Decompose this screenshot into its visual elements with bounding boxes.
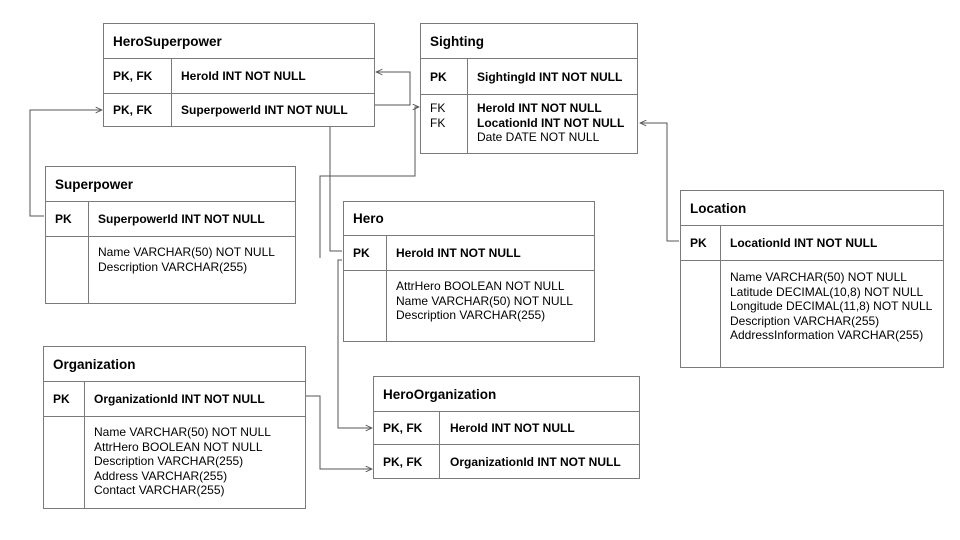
key-label: PK, FK — [113, 103, 153, 117]
field-label: HeroId INT NOT NULL — [450, 421, 575, 435]
field-label: HeroId INT NOT NULL — [477, 101, 602, 115]
field-label: OrganizationId INT NOT NULL — [450, 455, 621, 469]
key-label: PK, FK — [113, 69, 153, 83]
field-label: HeroId INT NOT NULL — [181, 69, 306, 83]
table-row: Name VARCHAR(50) NOT NULL AttrHero BOOLE… — [44, 417, 305, 508]
field-label: Description VARCHAR(255) — [98, 259, 248, 274]
table-location[interactable]: Location PK LocationId INT NOT NULL Name… — [680, 190, 944, 368]
key-label: FK — [430, 115, 446, 130]
field-label: AddressInformation VARCHAR(255) — [730, 328, 924, 342]
field-label: Name VARCHAR(50) NOT NULL — [730, 270, 907, 284]
edge-hero-to-sighting — [319, 107, 419, 258]
field-label: SightingId INT NOT NULL — [477, 70, 623, 84]
field-label: Date DATE NOT NULL — [477, 130, 600, 144]
table-row: PK, FK SuperpowerId INT NOT NULL — [104, 94, 374, 127]
table-sighting[interactable]: Sighting PK SightingId INT NOT NULL FK F… — [420, 23, 638, 154]
table-row: PK, FK OrganizationId INT NOT NULL — [374, 445, 639, 479]
table-row: PK LocationId INT NOT NULL — [681, 226, 943, 261]
field-label: Name VARCHAR(50) NOT NULL — [396, 293, 573, 308]
field-label: Description VARCHAR(255) — [396, 308, 546, 322]
table-row: PK SightingId INT NOT NULL — [421, 59, 637, 95]
field-label: SuperpowerId INT NOT NULL — [98, 212, 265, 226]
field-label: Description VARCHAR(255) — [730, 313, 880, 328]
table-row: PK OrganizationId INT NOT NULL — [44, 382, 305, 417]
edge-superpower-to-herosuperpower — [29, 110, 102, 217]
table-title: Superpower — [46, 167, 295, 202]
field-label: AttrHero BOOLEAN NOT NULL — [396, 279, 565, 293]
table-row: Name VARCHAR(50) NOT NULL Latitude DECIM… — [681, 261, 943, 367]
field-label: Longitude DECIMAL(11,8) NOT NULL — [730, 299, 933, 313]
field-label: LocationId INT NOT NULL — [477, 115, 625, 130]
table-title: HeroSuperpower — [104, 24, 374, 59]
key-label: PK — [690, 236, 707, 250]
table-row: PK, FK HeroId INT NOT NULL — [104, 59, 374, 94]
table-title: Sighting — [421, 24, 637, 59]
field-label: OrganizationId INT NOT NULL — [94, 392, 265, 406]
key-label: PK — [53, 392, 70, 406]
table-title: Location — [681, 191, 943, 226]
key-label: PK, FK — [383, 421, 423, 435]
field-label: HeroId INT NOT NULL — [396, 246, 521, 260]
table-herosuperpower[interactable]: HeroSuperpower PK, FK HeroId INT NOT NUL… — [103, 23, 375, 127]
table-row: AttrHero BOOLEAN NOT NULL Name VARCHAR(5… — [344, 271, 594, 341]
key-label: PK — [353, 246, 370, 260]
table-row: PK HeroId INT NOT NULL — [344, 236, 594, 271]
field-label: Description VARCHAR(255) — [94, 454, 244, 468]
table-heroorganization[interactable]: HeroOrganization PK, FK HeroId INT NOT N… — [373, 376, 640, 479]
table-row: PK SuperpowerId INT NOT NULL — [46, 202, 295, 237]
table-hero[interactable]: Hero PK HeroId INT NOT NULL AttrHero BOO… — [343, 201, 595, 342]
table-title: Hero — [344, 202, 594, 236]
table-superpower[interactable]: Superpower PK SuperpowerId INT NOT NULL … — [45, 166, 296, 304]
field-label: Name VARCHAR(50) NOT NULL — [98, 245, 275, 259]
table-title: Organization — [44, 347, 305, 382]
edge-hero-to-heroorganization — [337, 259, 372, 428]
key-label: PK — [55, 212, 72, 226]
table-title: HeroOrganization — [374, 377, 639, 412]
field-label: Contact VARCHAR(255) — [94, 483, 225, 497]
edge-location-to-sighting — [640, 123, 679, 242]
key-label: PK — [430, 70, 447, 84]
field-label: SuperpowerId INT NOT NULL — [181, 103, 348, 117]
edge-organization-to-heroorganization — [306, 395, 372, 469]
field-label: Address VARCHAR(255) — [94, 468, 228, 483]
field-label: AttrHero BOOLEAN NOT NULL — [94, 439, 263, 454]
table-row: PK, FK HeroId INT NOT NULL — [374, 412, 639, 445]
table-organization[interactable]: Organization PK OrganizationId INT NOT N… — [43, 346, 306, 509]
field-label: Latitude DECIMAL(10,8) NOT NULL — [730, 284, 924, 299]
field-label: Name VARCHAR(50) NOT NULL — [94, 425, 271, 439]
key-label: FK — [430, 101, 446, 115]
key-label: PK, FK — [383, 455, 423, 469]
table-row: Name VARCHAR(50) NOT NULL Description VA… — [46, 237, 295, 303]
table-row: FK FK HeroId INT NOT NULL LocationId INT… — [421, 95, 637, 153]
field-label: LocationId INT NOT NULL — [730, 236, 878, 250]
